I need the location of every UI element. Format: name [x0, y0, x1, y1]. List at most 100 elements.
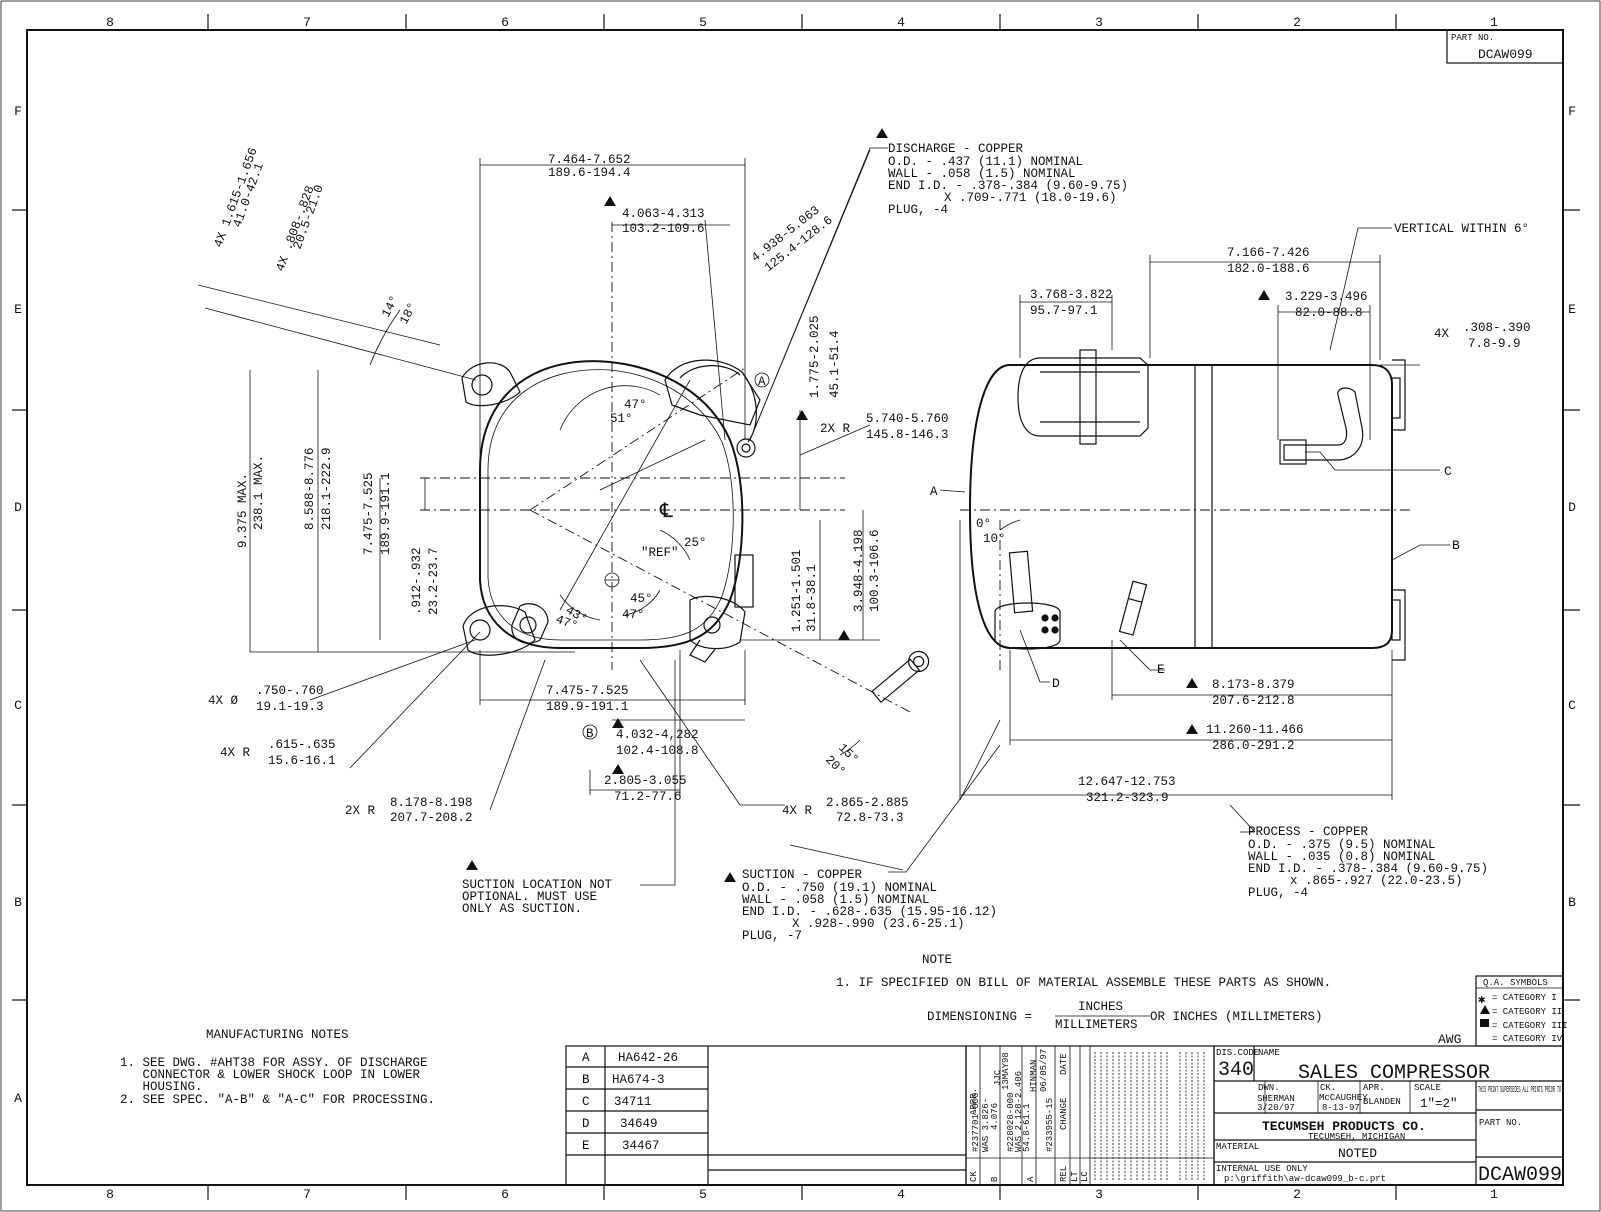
revision-block: B A #233955-15 #237701-000 WAS 3.826- 4.…: [965, 1045, 1215, 1186]
dim-8173-mm: 207.6-212.8: [1212, 694, 1295, 708]
suction-location-line-1: SUCTION LOCATION NOT: [462, 878, 613, 892]
qa-cat1: = CATEGORY I: [1492, 993, 1557, 1003]
zone-top-7: 7: [303, 15, 311, 30]
rev-header-rel: REL: [1059, 1166, 1069, 1182]
zone-top-5: 5: [699, 15, 707, 30]
dim-912-mm: 23.2-23.7: [427, 547, 441, 615]
dim-4063-mm: 103.2-109.6: [622, 222, 705, 236]
dim-615-mm: 15.6-16.1: [268, 754, 336, 768]
dim-8588-mm: 218.1-222.9: [320, 447, 334, 530]
side-label-a: A: [930, 485, 938, 499]
angle-0: 0°: [976, 517, 991, 531]
rev-note-3: #228028-000: [1006, 1093, 1016, 1152]
rev-note-1: WAS 3.826-: [981, 1098, 991, 1152]
parts-row-c-letter: C: [582, 1095, 590, 1109]
zone-bottom-8: 8: [106, 1187, 114, 1202]
process-line-6: PLUG, -4: [1248, 886, 1308, 900]
dim-8178: 8.178-8.198: [390, 796, 473, 810]
awg-label: AWG: [1438, 1032, 1461, 1047]
suction-line-6: PLUG, -7: [742, 929, 802, 943]
note-title: NOTE: [922, 953, 952, 967]
rev-date-2: 06/05/97: [1039, 1049, 1049, 1092]
zone-top-8: 8: [106, 15, 114, 30]
material-value: NOTED: [1338, 1146, 1377, 1161]
rev-name-1: JJC: [993, 1069, 1003, 1086]
dim-2865: 2.865-2.885: [826, 796, 909, 810]
scale-label: SCALE: [1414, 1083, 1441, 1093]
qa-cat2-icon: [1480, 1005, 1490, 1014]
mfg-note-line-4: 2. SEE SPEC. "A-B" & "A-C" FOR PROCESSIN…: [120, 1093, 435, 1107]
dim-750: .750-.760: [256, 684, 324, 698]
dimensioning-denominator: MILLIMETERS: [1055, 1018, 1138, 1032]
side-label-d: D: [1052, 676, 1060, 691]
parts-table: A HA642-26 B HA674-3 C 34711 D 34649 E 3…: [565, 1045, 967, 1186]
drawing-title: SALES COMPRESSOR: [1298, 1062, 1490, 1085]
dim-7166-mm: 182.0-188.6: [1227, 262, 1310, 276]
side-label-c: C: [1444, 464, 1452, 479]
dis-code-value: 340: [1218, 1059, 1254, 1082]
ck-date: 8-13-97: [1322, 1103, 1360, 1113]
mfg-note-line-3: HOUSING.: [120, 1080, 203, 1094]
file-path: p:\griffith\aw-dcaw099_b-c.prt: [1224, 1174, 1386, 1184]
dim-3948: 3.948-4.198: [852, 529, 866, 612]
suction-line-2: O.D. - .750 (19.1) NOMINAL: [742, 881, 937, 895]
angle-18: 18°: [397, 300, 420, 326]
zone-left-A: A: [14, 1091, 22, 1106]
parts-row-e-letter: E: [582, 1139, 590, 1153]
qa-cat2: = CATEGORY II: [1492, 1007, 1562, 1017]
parts-row-e: E 34467: [582, 1139, 660, 1153]
apr-name: BLANDEN: [1363, 1097, 1401, 1107]
process-line-5: x .865-.927 (22.0-23.5): [1290, 874, 1463, 888]
zone-bottom-1: 1: [1490, 1187, 1498, 1202]
dimensioning-numerator: INCHES: [1078, 1000, 1123, 1014]
zone-top-1: 1: [1490, 15, 1498, 30]
internal-use-label: INTERNAL USE ONLY: [1216, 1164, 1308, 1174]
dim-3229-mm: 82.0-88.8: [1295, 306, 1363, 320]
ref-label: "REF": [641, 546, 679, 560]
process-line-1: PROCESS - COPPER: [1248, 825, 1369, 839]
dim-750-mm: 19.1-19.3: [256, 700, 324, 714]
rev-letter-a: A: [1026, 1176, 1036, 1182]
dim-7475h-mm: 189.9-191.1: [546, 700, 629, 714]
process-note: PROCESS - COPPER O.D. - .375 (9.5) NOMIN…: [1248, 825, 1488, 900]
suction-location-line-3: ONLY AS SUCTION.: [462, 902, 582, 916]
dwn-label: DWN.: [1258, 1083, 1280, 1093]
zone-top-4: 4: [897, 15, 905, 30]
mfg-notes-title: MANUFACTURING NOTES: [206, 1028, 349, 1042]
rev-header-change: CHANGE: [1059, 1098, 1069, 1130]
parts-row-c-part: 34711: [614, 1095, 652, 1109]
discharge-line-3: WALL - .058 (1.5) NOMINAL: [888, 167, 1076, 181]
zone-top-6: 6: [501, 15, 509, 30]
zone-bottom-2: 2: [1293, 1187, 1301, 1202]
dim-8178-mm: 207.7-208.2: [390, 811, 473, 825]
process-line-3: WALL - .035 (0.8) NOMINAL: [1248, 850, 1436, 864]
dim-615-prefix: 4X R: [220, 746, 251, 760]
parts-row-d-part: 34649: [620, 1117, 658, 1131]
rev-note-2: 4.076: [990, 1103, 1000, 1130]
dim-11260-mm: 286.0-291.2: [1212, 739, 1295, 753]
dim-8173: 8.173-8.379: [1212, 678, 1295, 692]
dim-4063: 4.063-4.313: [622, 207, 705, 221]
dim-5740-mm: 145.8-146.3: [866, 428, 949, 442]
angle-45: 45°: [630, 592, 653, 606]
dim-9375-mm: 238.1 MAX.: [252, 455, 266, 530]
company-name: TECUMSEH PRODUCTS CO.: [1262, 1119, 1426, 1134]
zone-bottom-7: 7: [303, 1187, 311, 1202]
discharge-line-1: DISCHARGE - COPPER: [888, 142, 1024, 156]
supersedes-note: THIS PRINT SUPERSEDES ALL PRINTS PRIOR T…: [1478, 1085, 1561, 1095]
zone-left-D: D: [14, 500, 22, 515]
part-no-label: PART NO.: [1479, 1118, 1522, 1128]
zone-right-E: E: [1568, 302, 1576, 317]
dim-8588: 8.588-8.776: [303, 447, 317, 530]
parts-row-d: D 34649: [582, 1117, 658, 1131]
callout-circle-b: B: [586, 727, 594, 741]
angle-25: 25°: [684, 536, 707, 550]
dim-5740-prefix: 2X R: [820, 422, 851, 436]
dim-1251: 1.251-1.501: [790, 549, 804, 632]
qa-cat1-icon: ✱: [1478, 993, 1485, 1007]
dim-4032: 4.032-4,282: [616, 728, 699, 742]
general-note: NOTE 1. IF SPECIFIED ON BILL OF MATERIAL…: [836, 953, 1461, 1047]
dim-11260: 11.260-11.466: [1206, 723, 1304, 737]
parts-row-b: B HA674-3: [582, 1073, 665, 1087]
zone-bottom-6: 6: [501, 1187, 509, 1202]
